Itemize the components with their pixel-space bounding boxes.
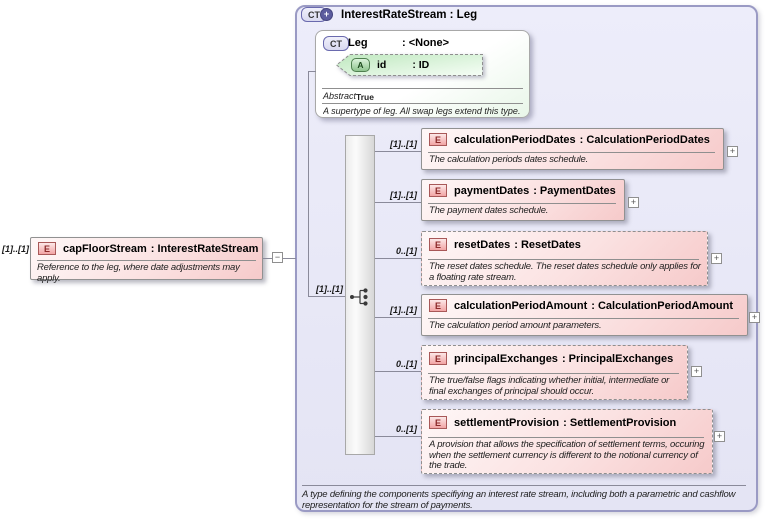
complex-type-header: CT + InterestRateStream : Leg — [301, 7, 477, 22]
element-capfloorstream[interactable]: E capFloorStream : InterestRateStream Re… — [30, 237, 263, 283]
sequence-cardinality: [1]..[1] — [316, 284, 343, 294]
divider — [428, 152, 715, 153]
complex-type-title: InterestRateStream : Leg — [341, 8, 478, 21]
base-type-type: : <None> — [402, 37, 450, 49]
element-name: calculationPeriodDates — [454, 133, 576, 146]
attribute-name: id — [377, 59, 387, 71]
element-icon: E — [38, 242, 56, 255]
attribute-icon: A — [351, 58, 370, 72]
attribute-shape-outline — [335, 54, 483, 76]
divider — [428, 259, 699, 260]
connector-line — [263, 258, 272, 259]
element-icon: E — [429, 299, 447, 312]
element-description: Reference to the leg, where date adjustm… — [37, 262, 240, 284]
element-name: principalExchanges — [454, 352, 558, 365]
child-cardinality: 0..[1] — [395, 424, 417, 434]
divider — [428, 373, 679, 374]
element-type: : ResetDates — [514, 238, 581, 251]
element-description: A provision that allows the specificatio… — [429, 439, 705, 471]
sequence-icon — [350, 288, 368, 306]
child-cardinality: [1]..[1] — [390, 305, 417, 315]
element-type: : CalculationPeriodDates — [579, 133, 710, 146]
connector-line — [375, 317, 421, 318]
connector-line — [375, 202, 421, 203]
element-calculationperiodamount[interactable]: E calculationPeriodAmount : CalculationP… — [421, 294, 748, 336]
complex-type-icon: CT — [323, 36, 349, 51]
connector-line — [308, 71, 309, 296]
connector-line — [375, 258, 421, 259]
divider — [322, 103, 523, 104]
element-description: The payment dates schedule. — [429, 205, 549, 216]
expand-button[interactable]: + — [749, 312, 760, 323]
expand-button[interactable]: + — [628, 197, 639, 208]
expand-icon[interactable]: + — [320, 8, 333, 21]
base-type-description: A supertype of leg. All swap legs extend… — [323, 106, 521, 116]
element-icon: E — [429, 416, 447, 429]
element-description: The true/false flags indicating whether … — [429, 375, 670, 397]
child-cardinality: [1]..[1] — [390, 139, 417, 149]
element-principalexchanges[interactable]: E principalExchanges : PrincipalExchange… — [421, 345, 688, 400]
element-name: settlementProvision — [454, 416, 560, 429]
divider — [428, 437, 704, 438]
divider — [428, 318, 739, 319]
element-calculationperioddates[interactable]: E calculationPeriodDates : CalculationPe… — [421, 128, 724, 170]
child-cardinality: [1]..[1] — [390, 190, 417, 200]
divider — [302, 485, 746, 486]
expand-button[interactable]: + — [714, 431, 725, 442]
attribute-id[interactable]: A id : ID — [335, 54, 484, 76]
connector-line — [375, 436, 421, 437]
expand-button[interactable]: + — [711, 253, 722, 264]
element-icon: E — [429, 352, 447, 365]
expand-button[interactable]: + — [691, 366, 702, 377]
parent-cardinality: [1]..[1] — [2, 244, 29, 254]
divider — [428, 203, 616, 204]
element-type: : InterestRateStream — [150, 242, 259, 255]
element-description: The reset dates schedule. The reset date… — [429, 261, 701, 283]
element-type: : PrincipalExchanges — [561, 352, 674, 365]
base-type-box[interactable]: CT Leg : <None> A id : ID Abstract True — [315, 30, 530, 118]
element-icon: E — [429, 238, 447, 251]
type-annotation: A type defining the components specifiyi… — [302, 489, 736, 511]
connector-line — [308, 71, 316, 72]
element-name: calculationPeriodAmount — [454, 299, 588, 312]
element-description: The calculation periods dates schedule. — [429, 154, 589, 165]
divider — [322, 88, 523, 89]
connector-line — [375, 151, 421, 152]
element-paymentdates[interactable]: E paymentDates : PaymentDates The paymen… — [421, 179, 625, 221]
child-cardinality: 0..[1] — [395, 359, 417, 369]
element-name: paymentDates — [454, 184, 530, 197]
attribute-type: : ID — [412, 59, 430, 71]
connector-line — [283, 258, 296, 259]
connector-line — [375, 371, 421, 372]
child-cardinality: 0..[1] — [395, 246, 417, 256]
connector-line — [308, 296, 345, 297]
element-type: : PaymentDates — [533, 184, 616, 197]
abstract-value: True — [356, 92, 374, 102]
element-description: The calculation period amount parameters… — [429, 320, 602, 331]
element-name: capFloorStream — [63, 242, 147, 255]
element-name: resetDates — [454, 238, 511, 251]
abstract-label: Abstract — [323, 91, 357, 101]
element-settlementprovision[interactable]: E settlementProvision : SettlementProvis… — [421, 409, 713, 474]
element-type: : CalculationPeriodAmount — [591, 299, 734, 312]
element-resetdates[interactable]: E resetDates : ResetDates The reset date… — [421, 231, 708, 286]
element-icon: E — [429, 184, 447, 197]
divider — [37, 260, 256, 261]
base-type-name: Leg — [348, 37, 368, 49]
collapse-button[interactable]: − — [272, 252, 283, 263]
element-type: : SettlementProvision — [563, 416, 677, 429]
element-icon: E — [429, 133, 447, 146]
expand-button[interactable]: + — [727, 146, 738, 157]
